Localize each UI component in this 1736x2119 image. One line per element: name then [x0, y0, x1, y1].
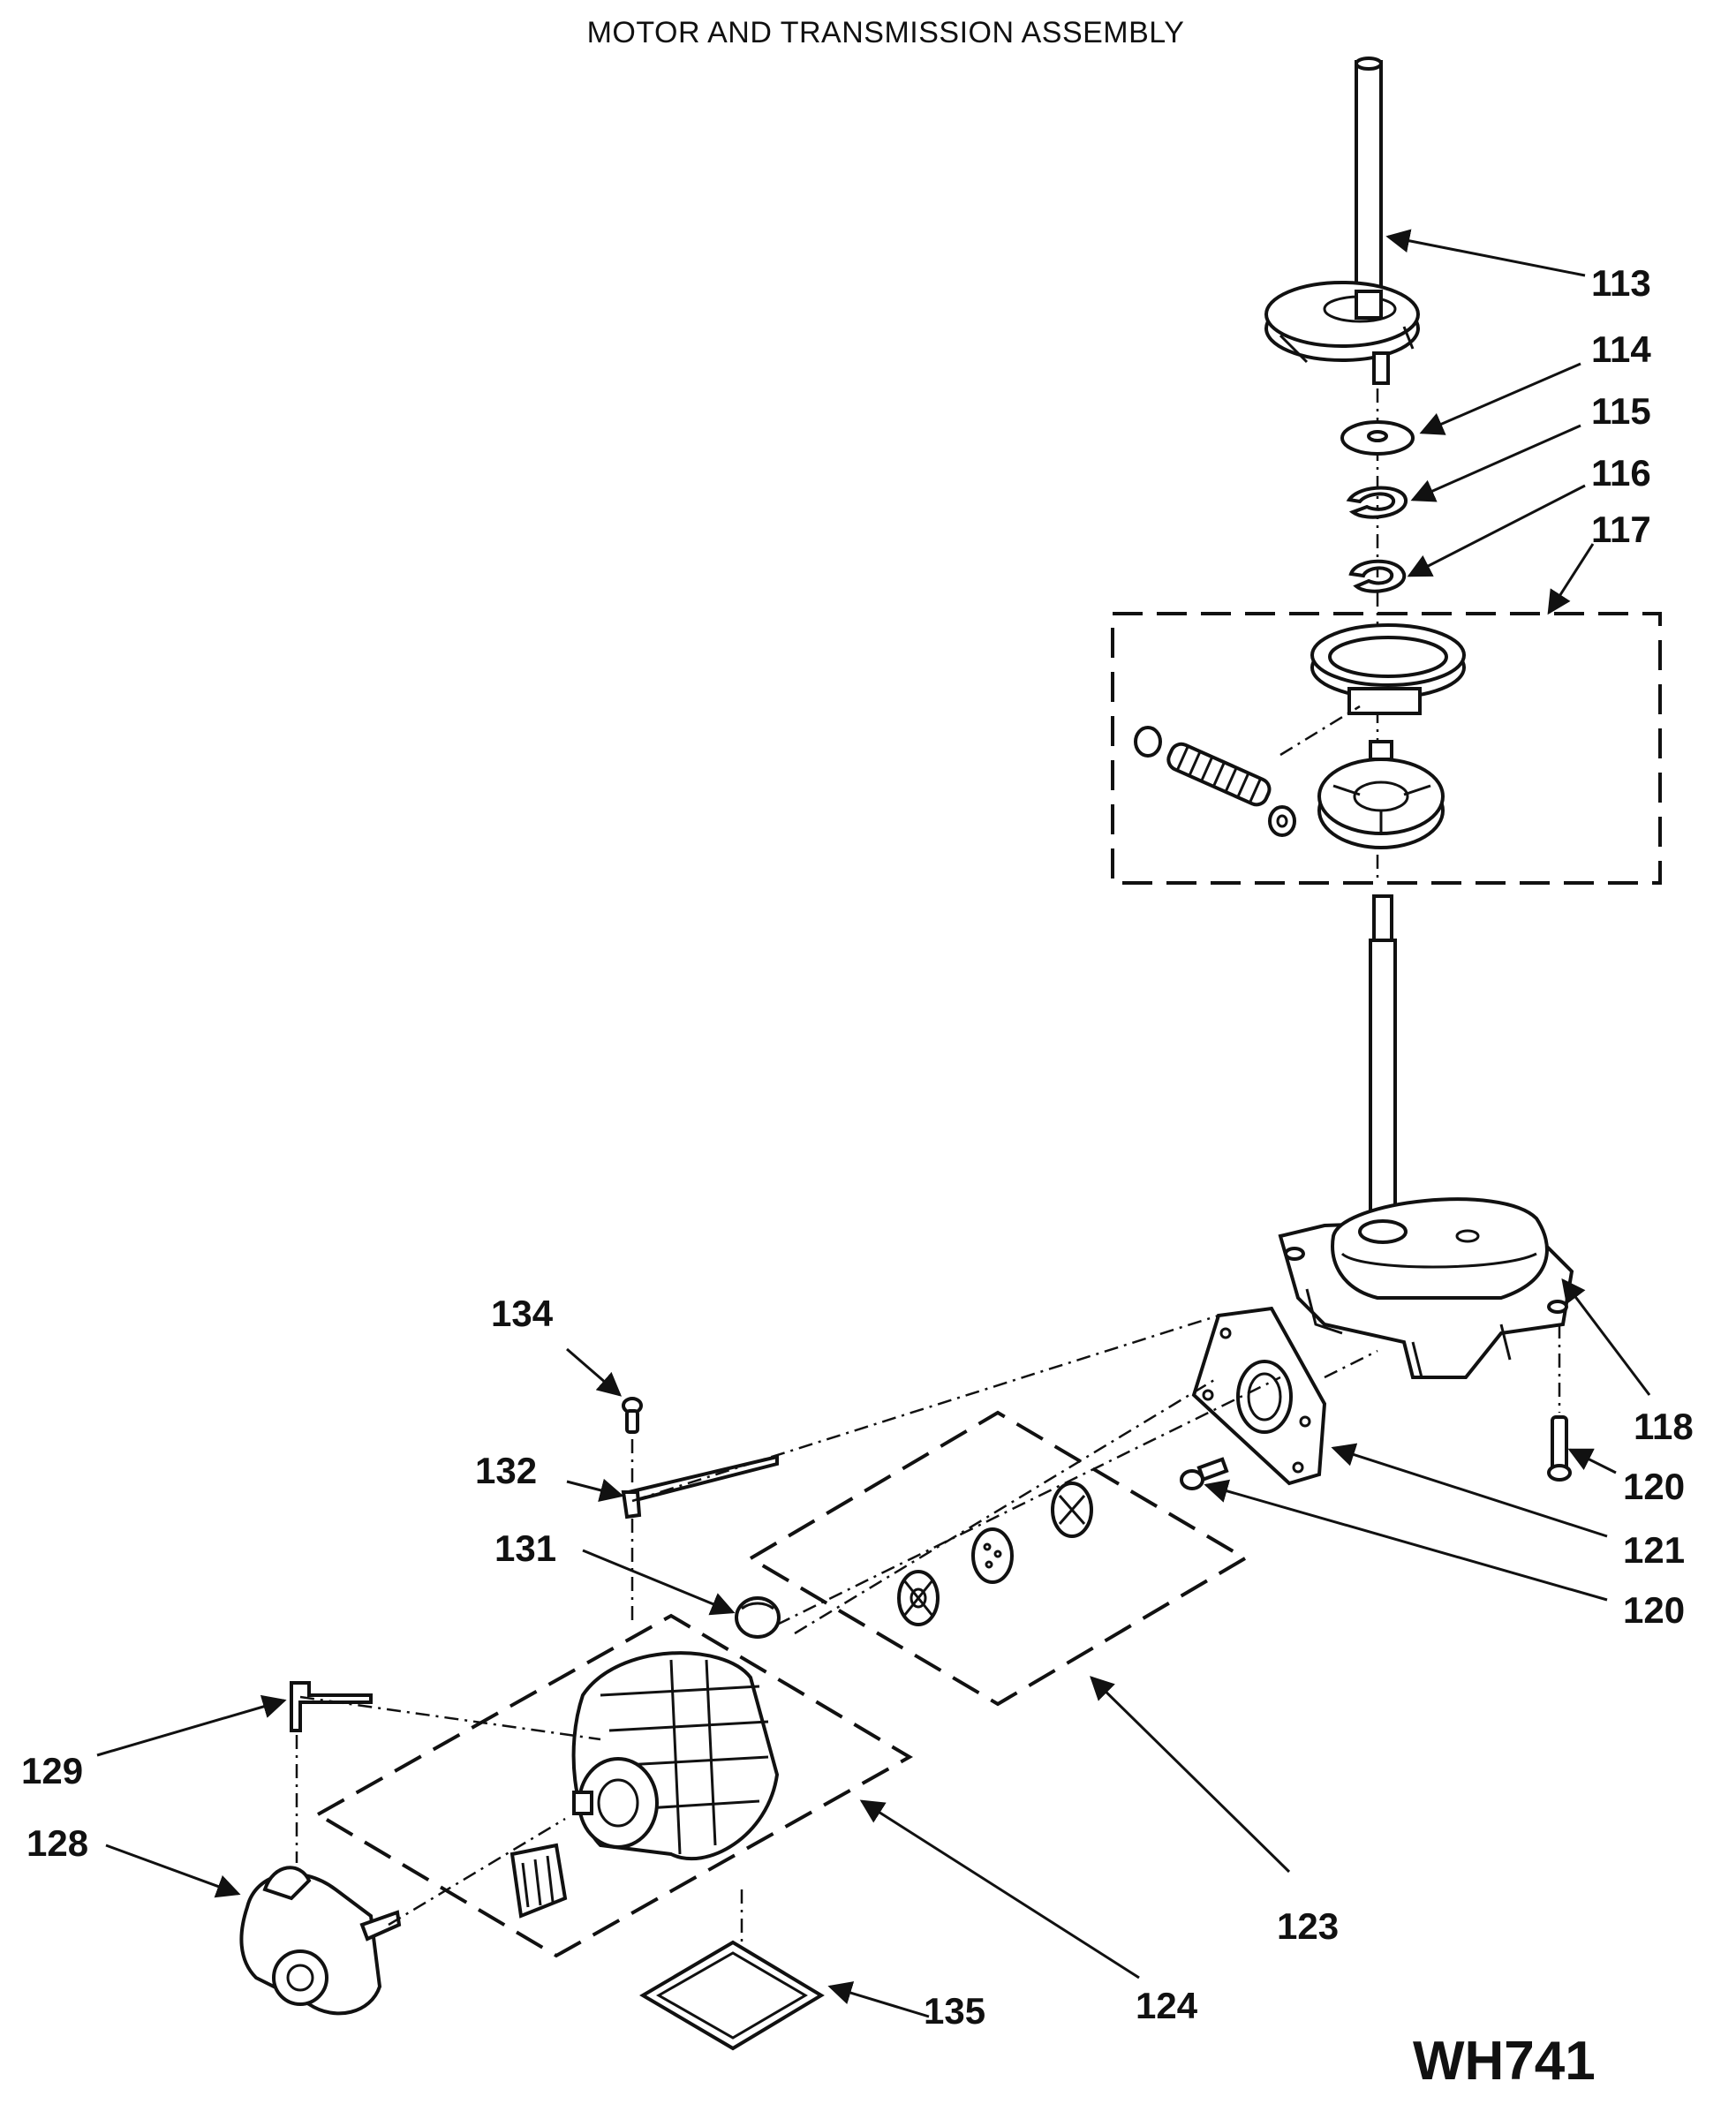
label-115: 115 — [1591, 390, 1651, 432]
label-116: 116 — [1591, 452, 1651, 494]
label-134: 134 — [491, 1293, 554, 1334]
part-131-bumper — [735, 1596, 781, 1639]
label-124: 124 — [1136, 1985, 1198, 2026]
label-129: 129 — [21, 1750, 83, 1791]
part-120-screw-right — [1547, 1324, 1572, 1482]
leader-lines — [96, 229, 1651, 2018]
part-128-pump — [239, 1866, 402, 2016]
part-116-ring — [1348, 559, 1407, 593]
label-135: 135 — [924, 1990, 985, 2032]
label-128: 128 — [26, 1822, 88, 1864]
part-117-brake-clutch-assembly — [1111, 612, 1662, 885]
part-124-motor — [314, 1613, 913, 1958]
label-120-right: 120 — [1623, 1466, 1685, 1507]
label-131: 131 — [494, 1527, 556, 1569]
drive-shaft — [1365, 894, 1400, 1241]
label-114: 114 — [1591, 328, 1651, 370]
assembly-guide-lines — [299, 1314, 1378, 1942]
part-113-shaft-drive — [1264, 57, 1420, 385]
page-title: MOTOR AND TRANSMISSION ASSEMBLY — [586, 16, 1185, 49]
label-120-left: 120 — [1623, 1589, 1685, 1631]
part-134-screw — [622, 1397, 643, 1483]
part-135-plate — [639, 1940, 825, 2051]
part-121-mounting-plate — [1191, 1306, 1327, 1486]
part-118-transmission — [1278, 1197, 1574, 1379]
part-115-clip — [1346, 486, 1408, 519]
label-113: 113 — [1591, 262, 1651, 304]
part-129-clip — [290, 1681, 373, 1863]
part-120-screw-left — [1180, 1457, 1229, 1490]
label-121: 121 — [1623, 1529, 1685, 1571]
model-code: WH741 — [1413, 2031, 1596, 2092]
label-132: 132 — [475, 1450, 537, 1491]
part-123-coupling-set — [747, 1376, 1249, 1707]
label-123: 123 — [1277, 1905, 1339, 1947]
label-118: 118 — [1634, 1406, 1694, 1447]
part-114-washer — [1340, 420, 1415, 456]
label-117: 117 — [1591, 509, 1651, 550]
